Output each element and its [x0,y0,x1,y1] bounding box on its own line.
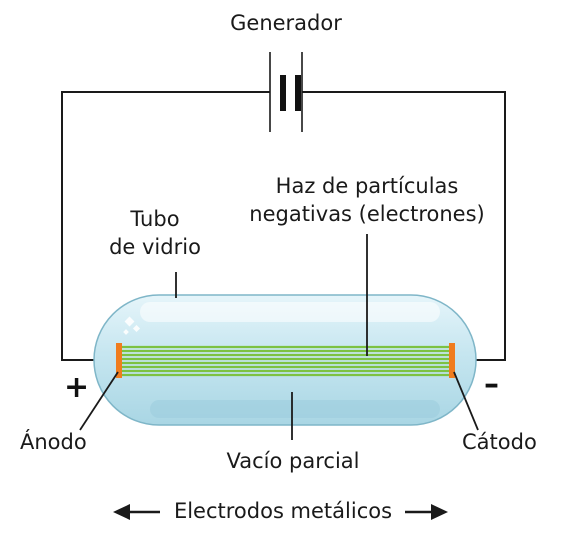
glass-tube-label-line1: Tubo [130,207,180,231]
left-arrow-icon [113,504,160,520]
leader-lines [79,234,479,440]
particle-beam-label-line2: negativas (electrones) [249,202,485,226]
partial-vacuum-label: Vacío parcial [226,449,360,473]
glass-tube-label-line2: de vidrio [109,235,201,259]
right-arrow-icon [405,504,448,520]
negative-sign: – [484,367,499,402]
generator-battery-icon [269,52,303,132]
particle-beam-label-line1: Haz de partículas [275,174,459,198]
metal-electrodes-label: Electrodos metálicos [173,499,393,523]
positive-sign: + [64,370,90,405]
cathode-electrode [449,343,455,378]
cathode-label: Cátodo [462,430,537,454]
anode-electrode [116,343,122,378]
particle-beam-label: Haz de partículas negativas (electrones) [232,172,502,228]
glass-tube-label: Tubo de vidrio [92,205,218,261]
generator-label: Generador [230,11,342,35]
circuit-wire [61,91,506,361]
anode-label: Ánodo [20,430,87,454]
electron-beam [122,345,450,377]
